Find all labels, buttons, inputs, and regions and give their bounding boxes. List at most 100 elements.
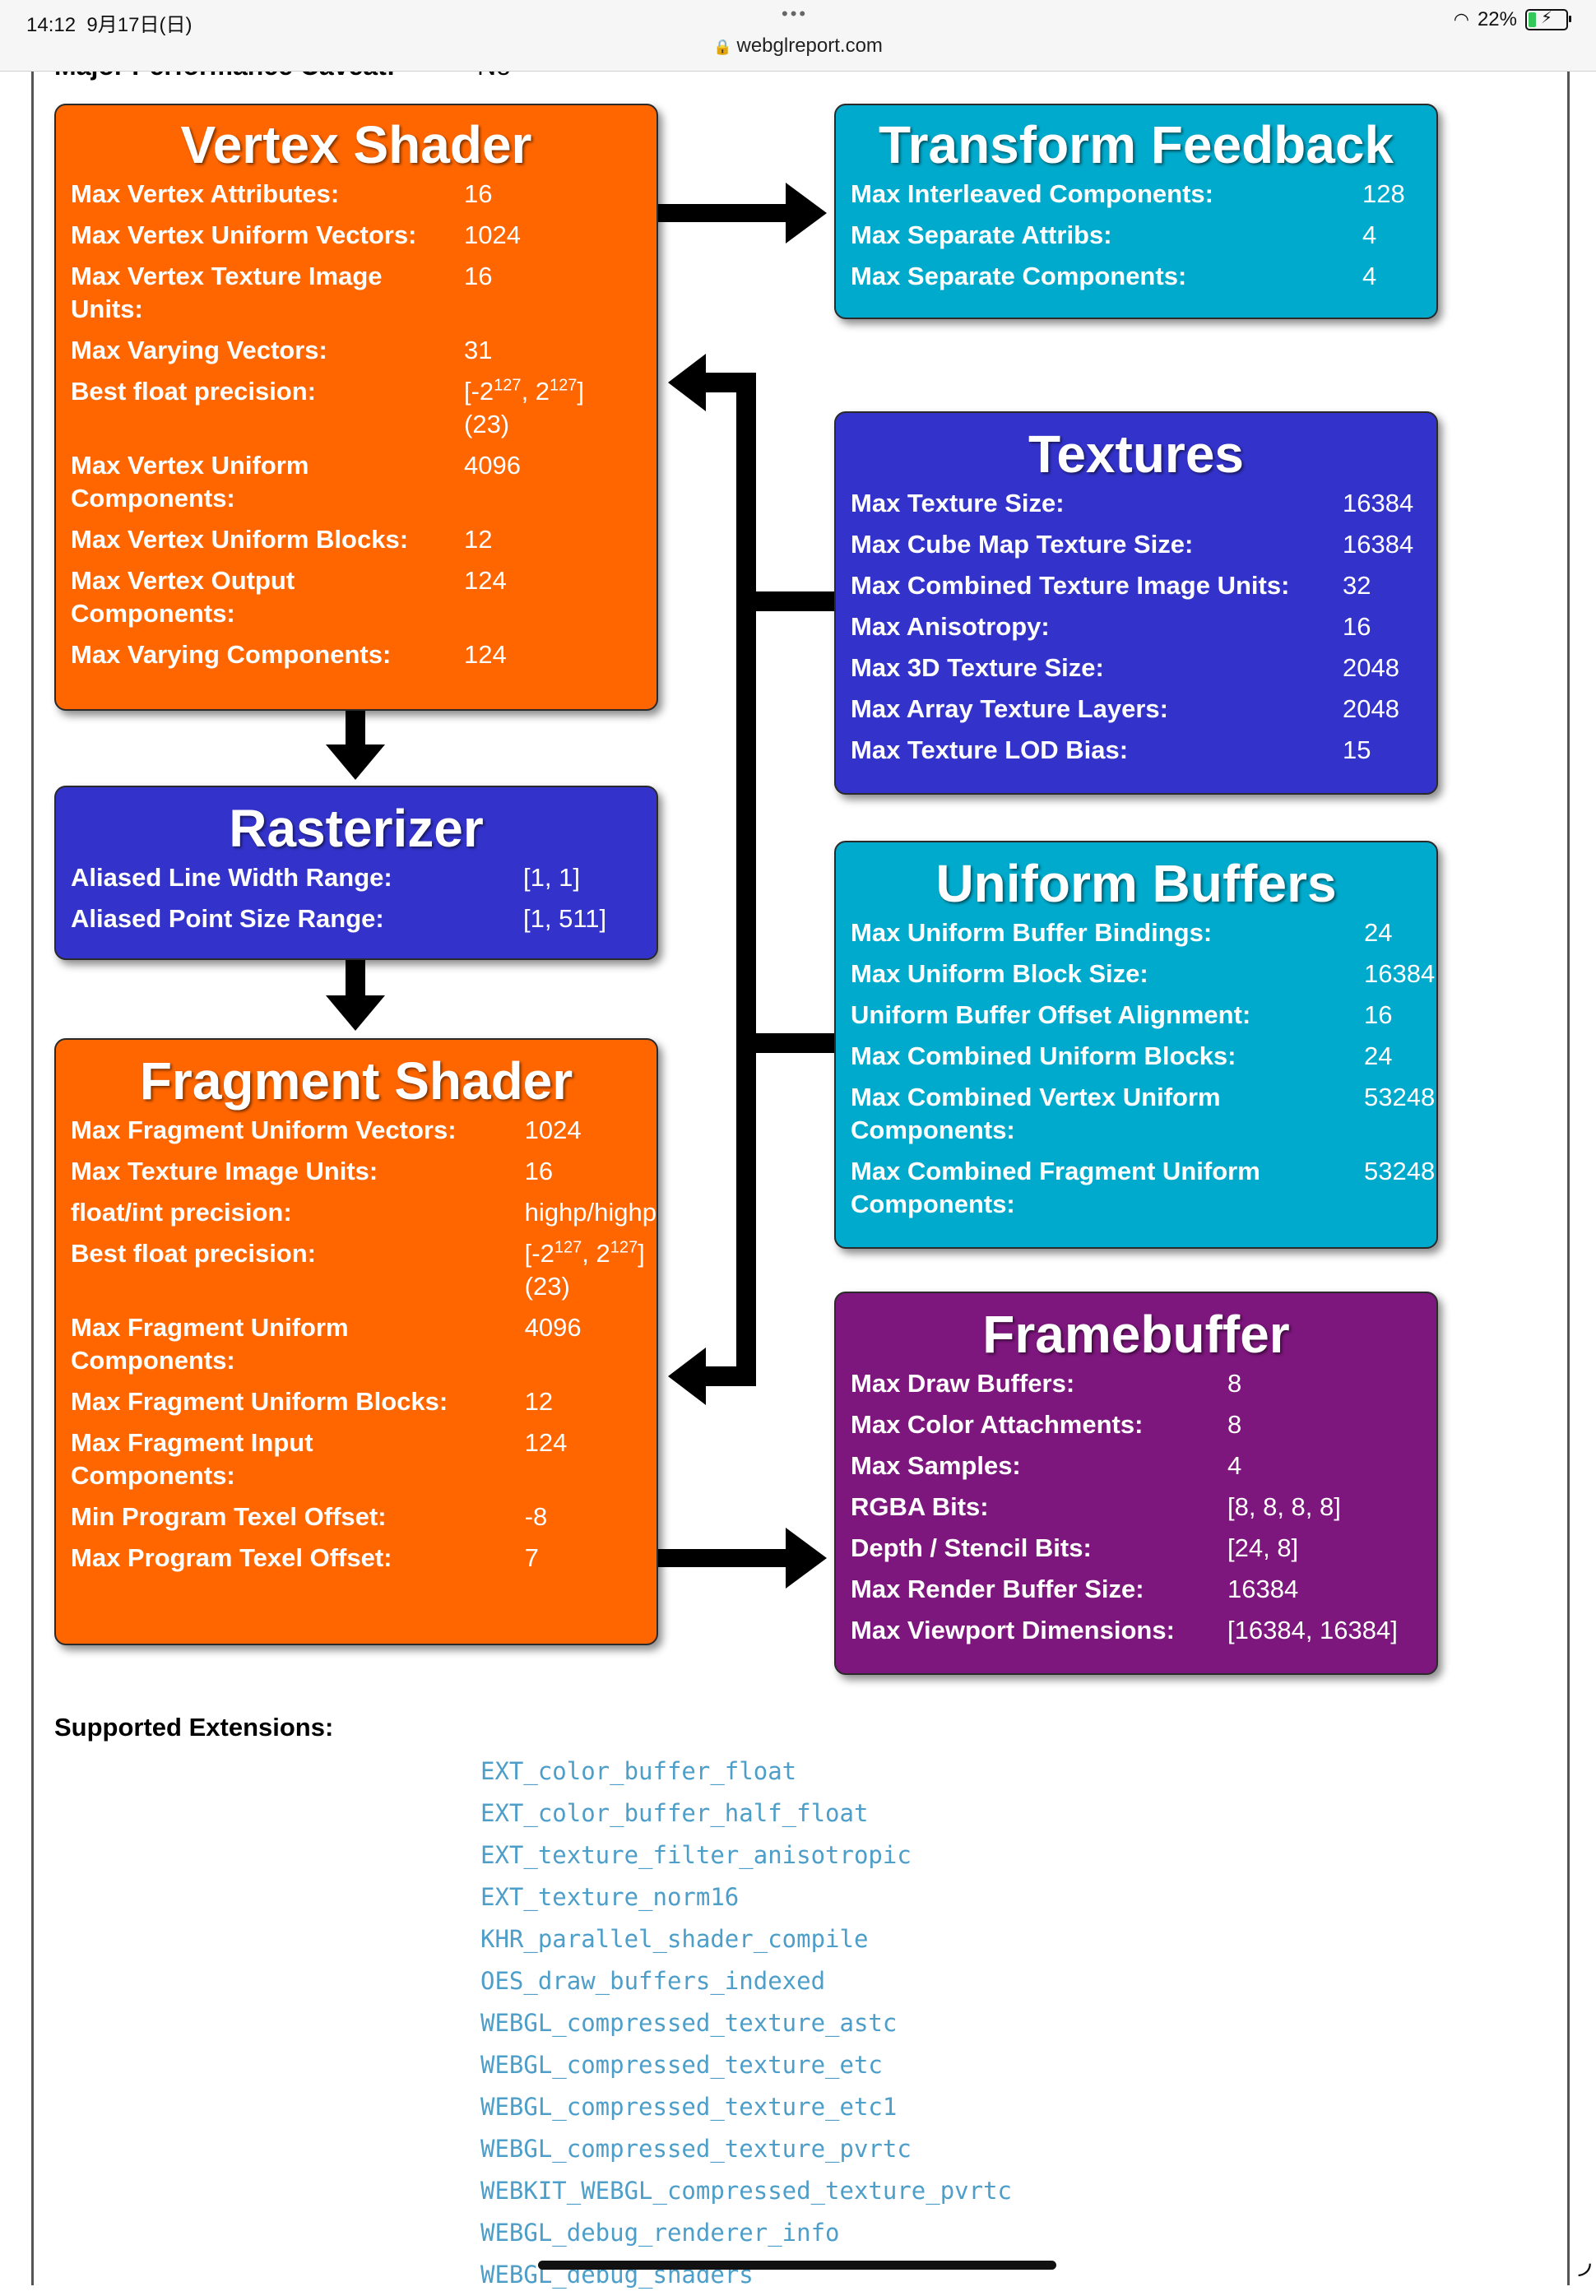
stat-key: Best float precision:: [71, 377, 316, 406]
stat-row: Max Vertex Uniform Blocks: 12: [71, 523, 584, 564]
stat-row: Max Viewport Dimensions:[16384, 16384]: [851, 1614, 1398, 1655]
stat-value: -8: [524, 1502, 548, 1531]
stat-value: [16384, 16384]: [1227, 1616, 1398, 1644]
status-right: ◠ 22% ⚡: [1453, 8, 1571, 31]
stat-value: 16384: [1364, 959, 1436, 988]
stat-key: Max Vertex Uniform Blocks:: [71, 525, 409, 554]
stat-row: Max Uniform Buffer Bindings:24: [851, 916, 1435, 958]
stat-key: Max Fragment Uniform Blocks:: [71, 1387, 448, 1416]
stat-key: Max Separate Attribs:: [851, 220, 1112, 249]
stat-key: Max 3D Texture Size:: [851, 653, 1104, 682]
stat-key: Max Vertex Output Components:: [71, 566, 295, 628]
wifi-icon: ◠: [1453, 9, 1469, 30]
more-dots-icon[interactable]: •••: [782, 3, 809, 24]
extensions-list: EXT_color_buffer_float EXT_color_buffer_…: [480, 1751, 1012, 2296]
stat-key: Max Vertex Uniform Vectors:: [71, 220, 417, 249]
stat-value: 31: [464, 336, 493, 364]
status-time: 14:12 9月17日(日): [26, 8, 192, 37]
stat-key: RGBA Bits:: [851, 1492, 989, 1521]
precision-part: ]: [577, 377, 585, 406]
stat-key: Max Fragment Input Components:: [71, 1428, 313, 1490]
stat-value: [-2127, 2127](23): [464, 375, 584, 449]
stat-row: Max Fragment Uniform Blocks:12: [71, 1385, 656, 1426]
stat-row: Max Combined Uniform Blocks: 24: [851, 1040, 1435, 1081]
date: 9月17日(日): [86, 14, 193, 36]
stat-row: Max Cube Map Texture Size:16384: [851, 528, 1413, 569]
stat-value: 24: [1364, 1041, 1393, 1070]
stat-value: 12: [464, 525, 493, 554]
transform-feedback-title: Transform Feedback: [879, 115, 1394, 174]
precision-part: , 2: [521, 377, 550, 406]
extension-link[interactable]: WEBKIT_WEBGL_compressed_texture_pvrtc: [480, 2177, 1013, 2205]
extension-link[interactable]: WEBGL_debug_renderer_info: [480, 2219, 840, 2247]
stat-value: 4: [1362, 220, 1377, 249]
stat-key: Max Program Texel Offset:: [71, 1543, 392, 1572]
stat-row: float/int precision:highp/highp: [71, 1196, 656, 1237]
stat-value: [-2127, 2127](23): [525, 1237, 656, 1311]
stat-row: Max Texture Size:16384: [851, 487, 1413, 528]
stat-key: Max Interleaved Components:: [851, 179, 1213, 208]
extension-link[interactable]: EXT_texture_filter_anisotropic: [480, 1841, 912, 1869]
stat-value: 53248: [1364, 1157, 1436, 1185]
stat-key: Max Combined Vertex Uniform Components:: [851, 1083, 1221, 1144]
fragment-shader-stats: Max Fragment Uniform Vectors:1024 Max Te…: [71, 1114, 656, 1583]
stat-value: 124: [464, 640, 507, 669]
extension-link[interactable]: WEBGL_compressed_texture_astc: [480, 2009, 898, 2037]
extension-link[interactable]: KHR_parallel_shader_compile: [480, 1925, 869, 1953]
extension-link[interactable]: OES_draw_buffers_indexed: [480, 1967, 826, 1995]
stat-key: Max Combined Uniform Blocks:: [851, 1041, 1236, 1070]
stat-row: Max 3D Texture Size:2048: [851, 652, 1413, 693]
extension-link[interactable]: EXT_color_buffer_half_float: [480, 1799, 869, 1827]
stat-value: 4096: [524, 1313, 582, 1342]
battery-fill: [1529, 12, 1536, 27]
home-indicator[interactable]: [538, 2261, 1056, 2270]
fragment-shader-title: Fragment Shader: [139, 1051, 573, 1111]
stat-key: Max Separate Components:: [851, 262, 1187, 290]
stat-key: Min Program Texel Offset:: [71, 1502, 387, 1531]
stat-key: Max Cube Map Texture Size:: [851, 530, 1194, 559]
stat-row: Max Render Buffer Size:16384: [851, 1573, 1398, 1614]
stat-key: Depth / Stencil Bits:: [851, 1533, 1092, 1562]
rasterizer-stats: Aliased Line Width Range:[1, 1] Aliased …: [71, 861, 606, 944]
stat-value: [24, 8]: [1227, 1533, 1299, 1562]
stat-value: 16: [1364, 1000, 1393, 1029]
stat-row: Max Vertex Uniform Components:4096: [71, 449, 584, 523]
stat-key: Max Vertex Attributes:: [71, 179, 340, 208]
extension-link[interactable]: EXT_texture_norm16: [480, 1883, 740, 1911]
status-bar: 14:12 9月17日(日) ••• 🔒webglreport.com ◠ 22…: [0, 0, 1596, 72]
stat-row: Max Vertex Uniform Vectors:1024: [71, 219, 584, 260]
stat-key: Max Render Buffer Size:: [851, 1575, 1144, 1603]
stat-value: 32: [1343, 571, 1371, 600]
stat-row: Best float precision:[-2127, 2127](23): [71, 375, 584, 449]
stat-row: Max Varying Vectors:31: [71, 334, 584, 375]
precision-exp: 127: [550, 376, 578, 395]
extension-link[interactable]: EXT_color_buffer_float: [480, 1757, 797, 1785]
precision-bits: (23): [464, 410, 510, 438]
stat-row: Max Fragment Input Components:124: [71, 1426, 656, 1501]
stat-value: 16: [524, 1157, 554, 1185]
stat-value: [1, 511]: [523, 904, 607, 933]
precision-part: ]: [638, 1239, 645, 1268]
address-bar[interactable]: 🔒webglreport.com: [0, 35, 1596, 58]
extension-link[interactable]: WEBGL_compressed_texture_etc1: [480, 2093, 898, 2121]
stat-row: Uniform Buffer Offset Alignment:16: [851, 999, 1435, 1040]
extension-link[interactable]: WEBGL_compressed_texture_pvrtc: [480, 2135, 912, 2163]
precision-part: [-2: [464, 377, 494, 406]
precision-bits: (23): [524, 1272, 570, 1301]
stat-row: Max Vertex Texture Image Units:16: [71, 260, 584, 334]
stat-row: Max Combined Vertex Uniform Components:5…: [851, 1081, 1435, 1155]
stat-key: Best float precision:: [71, 1239, 316, 1268]
stat-value: 4096: [464, 451, 521, 480]
extension-link[interactable]: WEBGL_compressed_texture_etc: [480, 2051, 883, 2079]
stat-row: Max Interleaved Components:128: [851, 178, 1405, 219]
stat-row: Aliased Point Size Range:[1, 511]: [71, 902, 606, 944]
stat-value: 2048: [1343, 694, 1399, 723]
stat-row: Min Program Texel Offset: -8: [71, 1501, 656, 1542]
stat-key: Max Uniform Block Size:: [851, 959, 1148, 988]
stat-key: Max Anisotropy:: [851, 612, 1050, 641]
stat-value: 8: [1227, 1410, 1242, 1439]
clock: 14:12: [26, 14, 77, 36]
precision-part: [-2: [524, 1239, 554, 1268]
uniform-buffers-title: Uniform Buffers: [935, 854, 1337, 913]
transform-feedback-stats: Max Interleaved Components:128 Max Separ…: [851, 178, 1405, 301]
